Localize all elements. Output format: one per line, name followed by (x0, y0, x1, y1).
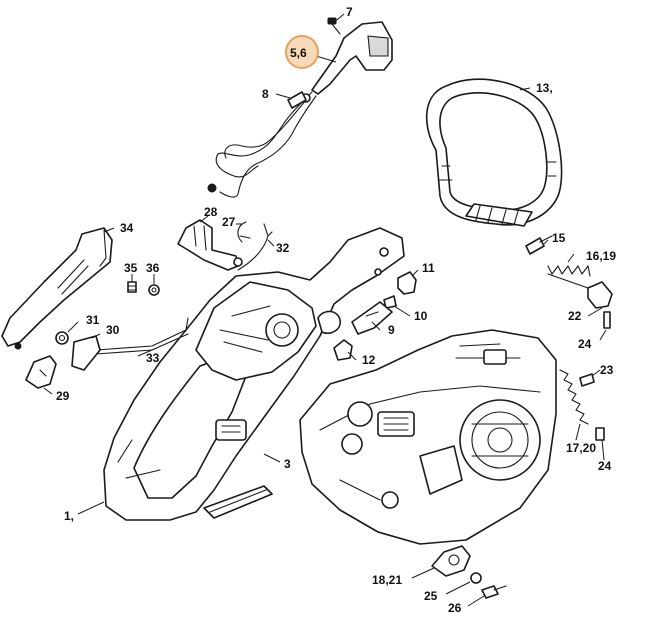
callout-24: 24 (578, 337, 592, 351)
handlebar-part (425, 78, 563, 227)
handle-molding-34-part (1, 227, 113, 350)
callout-23: 23 (600, 363, 614, 377)
rear-handle-housing-part (103, 227, 405, 521)
callout-17-20: 17,20 (566, 441, 596, 455)
lever-30-part (71, 335, 101, 371)
screw-35-part (127, 281, 137, 293)
callout-11: 11 (422, 261, 435, 275)
screw-10-part (383, 295, 397, 309)
callout-26: 26 (448, 601, 462, 615)
highlight-circle (285, 35, 319, 69)
spring-16-19-part (547, 265, 591, 289)
callout-35: 35 (124, 261, 138, 275)
leader-lines (43, 13, 607, 607)
callout-3: 3 (284, 457, 291, 471)
callout-31: 31 (86, 313, 100, 327)
callout-15: 15 (552, 231, 566, 245)
callout-8: 8 (262, 87, 269, 101)
engine-block-part (299, 329, 557, 545)
screw-15-part (525, 235, 553, 255)
screw-26-part (481, 585, 507, 599)
plug-8-part (287, 91, 307, 109)
callout-13: 13, (536, 81, 553, 95)
buffer-11-part (397, 271, 417, 295)
callout-32: 32 (276, 241, 290, 255)
callout-5-6: 5,6 (290, 46, 307, 60)
footplate-3-part (203, 485, 273, 519)
callout-12: 12 (362, 353, 376, 367)
callout-7: 7 (346, 5, 353, 19)
callout-16-19: 16,19 (586, 249, 616, 263)
callout-9: 9 (388, 323, 395, 337)
callout-27: 27 (222, 215, 236, 229)
washer-25-part (470, 572, 482, 584)
callout-labels: 7 5,6 8 13, 34 28 27 32 35 36 11 15 16,1… (56, 5, 616, 615)
bracket-9-part (351, 301, 393, 335)
callout-1: 1, (64, 509, 74, 523)
rod-32-part (237, 223, 273, 271)
buffer-12-part (333, 339, 353, 361)
callout-30: 30 (106, 323, 120, 337)
callout-25: 25 (424, 589, 438, 603)
screw-24b-part (595, 427, 605, 441)
clip-22-part (587, 281, 613, 329)
callout-10: 10 (414, 309, 428, 323)
lever-29-part (25, 355, 57, 389)
screw-7-part (327, 17, 341, 35)
screw-23-part (579, 373, 595, 387)
callout-34: 34 (120, 221, 134, 235)
nut-36-part (148, 284, 160, 296)
bracket-18-21-part (431, 545, 471, 577)
callout-24b: 24 (598, 459, 612, 473)
callout-22: 22 (568, 309, 582, 323)
spring-17-20-part (559, 369, 589, 425)
callout-33: 33 (146, 351, 160, 365)
washer-31-part (55, 331, 69, 345)
callout-29: 29 (56, 389, 70, 403)
callout-18-21: 18,21 (372, 573, 402, 587)
switch-shaft-28-part (177, 219, 243, 271)
callout-28: 28 (204, 205, 218, 219)
callout-36: 36 (146, 261, 160, 275)
spring-27-part (237, 221, 251, 243)
